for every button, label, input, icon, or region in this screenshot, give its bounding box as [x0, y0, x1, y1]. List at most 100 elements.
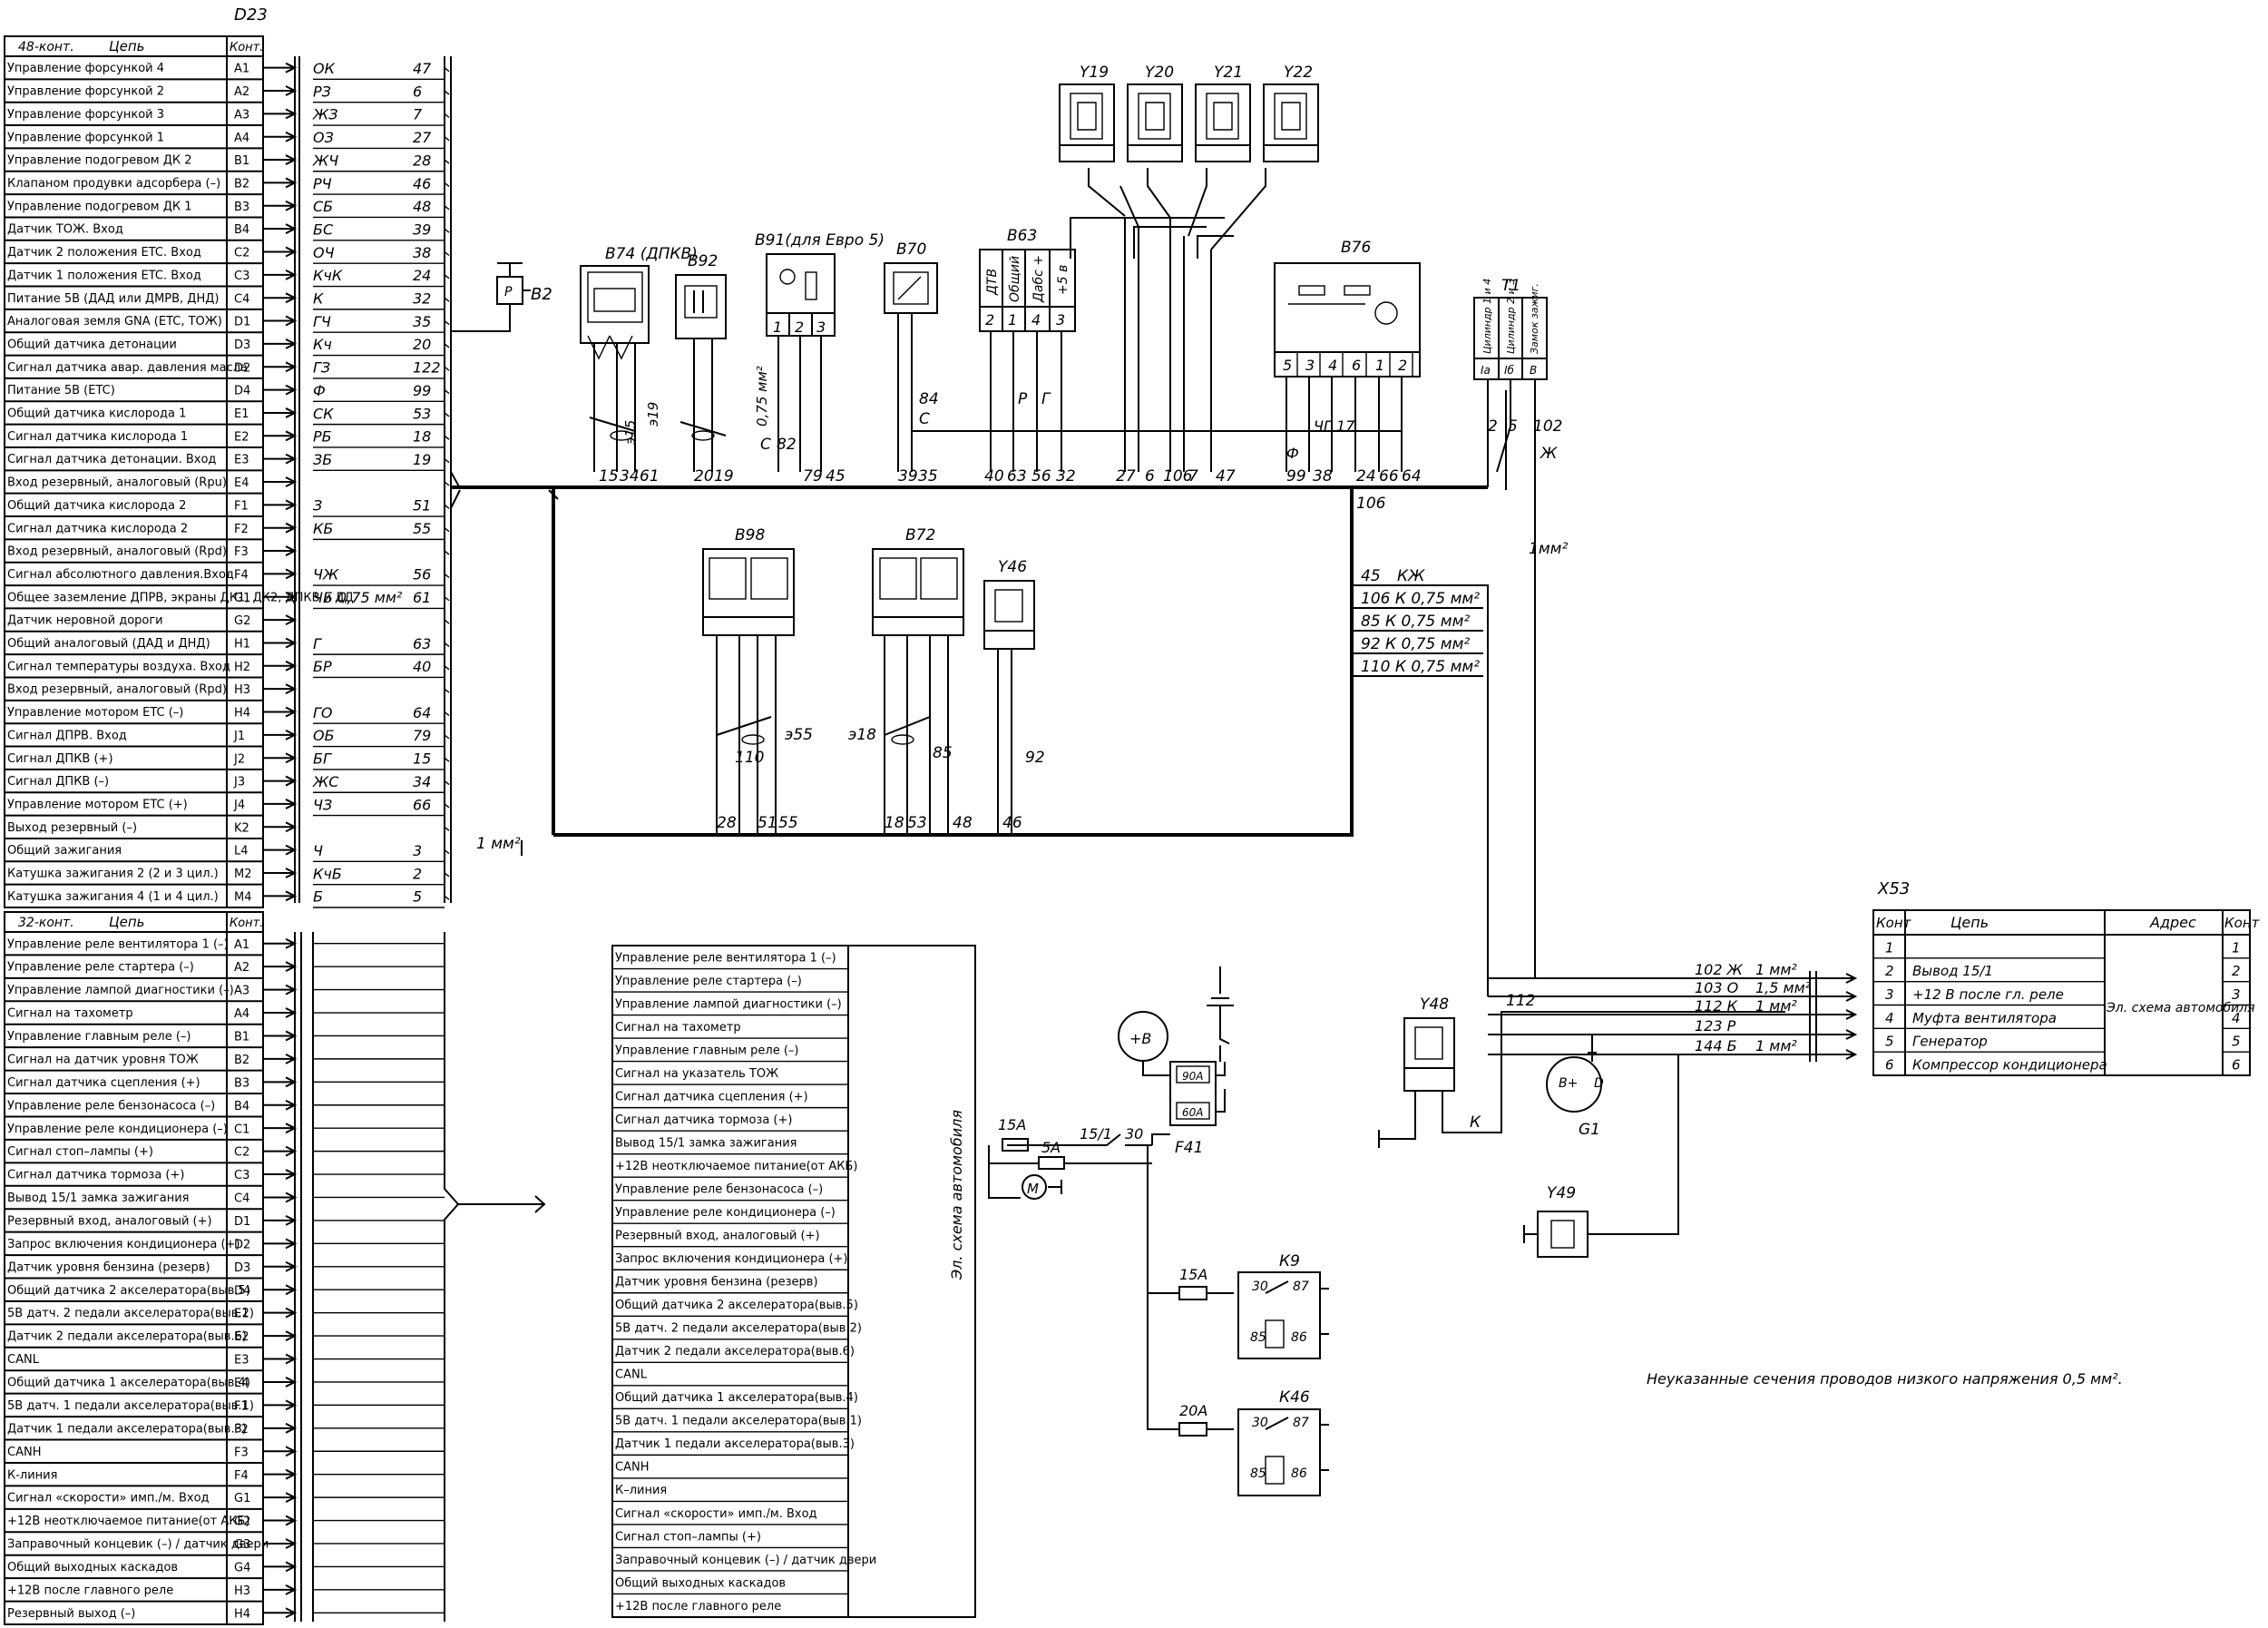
k46-label: К46	[1279, 1388, 1310, 1407]
t48-row-circuit: Аналоговая земля GNA (ETC, ТОЖ)	[7, 315, 222, 329]
x53-row-pin2: 3	[2232, 986, 2241, 1003]
w45-color: КЖ	[1397, 567, 1425, 585]
t32-row-pin: F1	[234, 1399, 249, 1413]
b63-w4: 32	[1056, 467, 1076, 485]
t48-row-wire: 6	[413, 83, 422, 100]
x53-row-pin: 3	[1885, 986, 1894, 1003]
t32-row-circuit: Заправочный концевик (–) / датчик двери	[7, 1538, 269, 1552]
x53-row-pin: 1	[1885, 939, 1894, 956]
t48-row-color: КБ	[313, 520, 333, 537]
t48-row-wire: 19	[413, 451, 431, 468]
b91-size: 0,75 мм²	[754, 366, 770, 427]
b74-n3: 61	[640, 467, 660, 485]
e18: э18	[848, 726, 876, 744]
b63-w1: 40	[984, 467, 1004, 485]
t48-row-pin: A3	[234, 108, 249, 122]
t48-row-circuit: Сигнал датчика авар. давления масла	[7, 361, 248, 375]
t48-row-pin: D4	[234, 385, 250, 398]
x53-row-circuit: Генератор	[1912, 1034, 1988, 1050]
b63-r: Р	[1018, 390, 1028, 408]
w84: 84	[919, 390, 939, 408]
main-harness: 106	[451, 390, 1507, 837]
t48-row-pin: B2	[234, 178, 249, 191]
b72-sensor: В72 э18 85 18 53 48	[848, 526, 973, 835]
vehicle-row: 5В датч. 1 педали акселератора(выв.1)	[615, 1415, 862, 1428]
x53-row-pin: 5	[1885, 1034, 1894, 1050]
b76-n4: 66	[1379, 467, 1399, 485]
w30: 30	[1125, 1125, 1143, 1143]
t48-row-color: Б	[313, 888, 323, 906]
x53-wire: 103 О	[1695, 979, 1738, 996]
t48-row-pin: F1	[234, 499, 249, 513]
t48-row-color: Ч	[313, 842, 323, 859]
t48-row-color: ЗБ	[313, 451, 332, 468]
x53-label: X53	[1877, 879, 1910, 898]
k9-relay: К9 30 87 85 86	[1237, 1252, 1329, 1359]
b70-label: В70	[896, 240, 926, 259]
w106-top: 106	[1356, 495, 1386, 513]
t48-row-circuit: Вход резервный, аналоговый (Rpu)	[7, 476, 227, 490]
t48-row-color: Кч	[313, 336, 332, 353]
t48-row-pin: M4	[234, 890, 252, 904]
t32-row-pin: F3	[234, 1446, 249, 1459]
t48-row-wire: 56	[413, 566, 431, 584]
y20-label: Y20	[1145, 64, 1174, 82]
b76-pin: 6	[1352, 357, 1361, 374]
t48-row-circuit: Питание 5В (ETC)	[7, 384, 115, 397]
t48-row-wire: 55	[413, 520, 431, 537]
g1-label: G1	[1579, 1121, 1600, 1139]
t48-row-pin: A2	[234, 85, 249, 99]
b98-n1: 28	[717, 814, 737, 832]
vehicle-row: К–линия	[615, 1484, 667, 1497]
b74-n1: 15	[599, 467, 619, 485]
vehicle-row: Управление реле вентилятора 1 (–)	[615, 951, 836, 965]
t32-row-pin: B1	[234, 1031, 249, 1044]
x53-col-pin: Конт	[1876, 915, 1912, 931]
t48-row-circuit: Управление мотором ETC (–)	[7, 706, 183, 720]
t48-row-pin: K2	[234, 821, 249, 835]
t32-row-circuit: Датчик 1 педали акселератора(выв.3)	[7, 1422, 247, 1436]
x53-row-pin: 2	[1885, 963, 1894, 979]
b91-sensor: В91(для Евро 5) 1 2 3 0,75 мм² С 82 79 4…	[754, 231, 885, 485]
t32-row-pin: H4	[234, 1607, 250, 1621]
t48-row-pin: M2	[234, 868, 252, 881]
t48-row-color: Ф	[313, 382, 326, 399]
x53-size: 1 мм²	[1755, 961, 1797, 978]
t48-row-color: РБ	[313, 428, 332, 446]
t48-row-pin: B1	[234, 154, 249, 168]
t48-row-wire: 63	[413, 635, 431, 652]
t48-row-pin: E1	[234, 407, 249, 421]
t32-row-pin: F4	[234, 1469, 249, 1483]
t48-row-wire: 2	[413, 865, 422, 882]
t48-row-color: ЧЖ	[313, 566, 339, 584]
t48-row-pin: H3	[234, 683, 250, 697]
t48-row-pin: F4	[234, 568, 249, 582]
t48-row-pin: D1	[234, 316, 250, 329]
t48-row-pin: C2	[234, 247, 249, 260]
vehicle-row: Сигнал датчика тормоза (+)	[615, 1113, 792, 1127]
b98-n2: 51	[758, 814, 777, 832]
d23-label: D23	[234, 5, 268, 25]
t48-row-pin: H1	[234, 638, 250, 652]
t32-row-pin: C4	[234, 1192, 249, 1206]
t32-row-pin: C1	[234, 1123, 249, 1136]
vehicle-row: Сигнал датчика сцепления (+)	[615, 1090, 808, 1103]
t32-row-circuit: Резервный выход (–)	[7, 1607, 135, 1621]
t48-row-circuit: Управление подогревом ДК 2	[7, 154, 192, 168]
x53-address: Эл. схема автомобиля	[2106, 1001, 2255, 1015]
w15-1: 15/1	[1080, 1125, 1112, 1143]
b63-w2: 63	[1007, 467, 1027, 485]
t1-n1: Iа	[1481, 364, 1491, 377]
t48-row-wire: 20	[413, 336, 431, 353]
t48-row-wire: 38	[413, 244, 431, 261]
x53-row-pin2: 5	[2232, 1034, 2241, 1050]
b72-n2: 53	[907, 814, 927, 832]
t48-row-wire: 5	[413, 888, 422, 906]
t48-row-circuit: Общий датчика кислорода 1	[7, 407, 186, 421]
b63-g: Г	[1041, 390, 1051, 408]
b63-p4: +5 в	[1056, 265, 1070, 295]
t48-row-circuit: Общее заземление ДПРВ, экраны ДК1, ДК2, …	[7, 591, 354, 604]
b76-pin: 3	[1305, 357, 1315, 374]
k9-87: 87	[1293, 1280, 1309, 1294]
